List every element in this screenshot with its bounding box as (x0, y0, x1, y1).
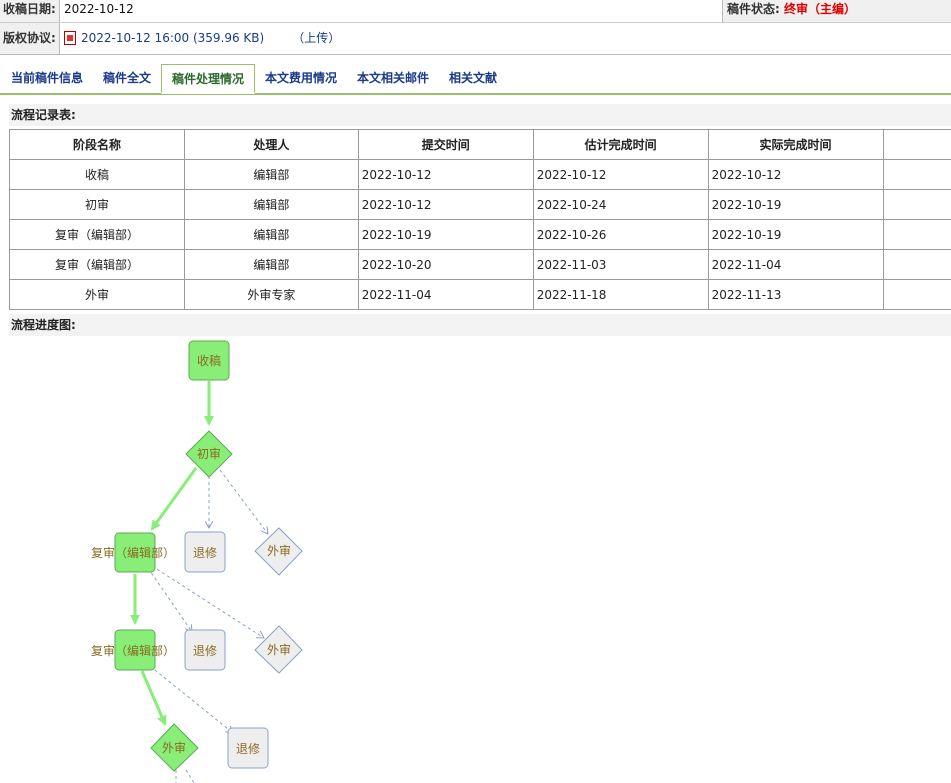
cell-extra (882, 159, 951, 190)
cell-estimated: 2022-10-12 (532, 159, 709, 190)
arrow-initial-review1 (150, 467, 198, 531)
node-review2-revise-label: 退修 (193, 643, 217, 658)
copyright-label: 版权协议: (0, 23, 60, 54)
arrow-review1-revise (147, 567, 192, 632)
col-stage: 阶段名称 (9, 129, 185, 160)
tab-bar: 当前稿件信息 稿件全文 稿件处理情况 本文费用情况 本文相关邮件 相关文献 (0, 63, 951, 95)
tab-fees[interactable]: 本文费用情况 (265, 71, 338, 85)
cell-submitted: 2022-10-12 (357, 189, 534, 220)
cell-stage: 收稿 (9, 159, 185, 190)
cell-extra (882, 189, 951, 220)
tab-full-text[interactable]: 稿件全文 (103, 71, 152, 85)
records-table: 阶段名称 处理人 提交时间 估计完成时间 实际完成时间 收稿 编辑部 2022-… (9, 129, 951, 310)
cell-extra (882, 219, 951, 250)
node-review2-revise: 退修 (184, 629, 226, 671)
node-review2-external-label: 外审 (267, 642, 291, 657)
cell-estimated: 2022-11-18 (532, 279, 709, 310)
cell-actual: 2022-11-13 (707, 279, 884, 310)
cell-stage: 初审 (9, 189, 185, 220)
cell-submitted: 2022-10-19 (357, 219, 534, 250)
table-row: 收稿 编辑部 2022-10-12 2022-10-12 2022-10-12 (9, 159, 951, 190)
received-date-label: 收稿日期: (0, 0, 60, 22)
node-review1-external-label: 外审 (267, 543, 291, 558)
cell-stage: 复审（编辑部） (9, 249, 185, 280)
copyright-file-link[interactable]: 2022-10-12 16:00 (359.96 KB) (81, 31, 265, 45)
arrow-initial-external (219, 469, 268, 534)
arrow-review2-external (140, 670, 167, 726)
arrow-review1-external (151, 565, 264, 638)
upload-link[interactable]: （上传） (292, 31, 341, 45)
cell-stage: 外审 (9, 279, 185, 310)
node-review2-label: 复审（编辑部） (91, 643, 175, 658)
table-row: 复审（编辑部） 编辑部 2022-10-20 2022-11-03 2022-1… (9, 249, 951, 280)
tab-processing[interactable]: 稿件处理情况 (161, 64, 256, 94)
table-row: 外审 外审专家 2022-11-04 2022-11-18 2022-11-13 (9, 279, 951, 310)
cell-actual: 2022-10-19 (707, 219, 884, 250)
cell-extra (882, 249, 951, 280)
node-external: 外审 (150, 723, 199, 772)
received-date-row: 收稿日期: 2022-10-12 稿件状态: 终审（主编） (0, 0, 951, 23)
cell-estimated: 2022-11-03 (532, 249, 709, 280)
flow-diagram: 收稿 初审 复审（编辑部） 退修 外审 复审（编辑部） 退修 外审 外审 退修 (91, 340, 303, 783)
table-row: 复审（编辑部） 编辑部 2022-10-19 2022-10-26 2022-1… (9, 219, 951, 250)
records-title: 流程记录表: (9, 104, 951, 126)
cell-handler: 编辑部 (183, 219, 359, 250)
node-external-label: 外审 (162, 740, 186, 755)
cell-actual: 2022-11-04 (707, 249, 884, 280)
node-external-revise-label: 退修 (236, 741, 260, 756)
col-estimated: 估计完成时间 (532, 129, 709, 160)
status-label: 稿件状态: (727, 2, 780, 16)
col-actual: 实际完成时间 (707, 129, 884, 160)
cell-handler: 编辑部 (183, 189, 359, 220)
cell-handler: 编辑部 (183, 249, 359, 280)
tab-references[interactable]: 相关文献 (449, 71, 498, 85)
cell-submitted: 2022-10-12 (357, 159, 534, 190)
col-extra (882, 129, 951, 160)
node-review1-revise-label: 退修 (193, 545, 217, 560)
copyright-value: 2022-10-12 16:00 (359.96 KB) （上传） (60, 23, 340, 54)
node-external-revise: 退修 (227, 727, 269, 769)
node-initial-label: 初审 (197, 446, 221, 461)
cell-handler: 编辑部 (183, 159, 359, 190)
cell-estimated: 2022-10-26 (532, 219, 709, 250)
node-review1: 复审（编辑部） (91, 532, 175, 573)
status-cell: 稿件状态: 终审（主编） (722, 0, 951, 22)
pdf-icon[interactable] (64, 31, 76, 45)
cell-submitted: 2022-11-04 (357, 279, 534, 310)
node-receive: 收稿 (188, 340, 230, 381)
cell-actual: 2022-10-12 (707, 159, 884, 190)
col-submitted: 提交时间 (357, 129, 534, 160)
copyright-row: 版权协议: 2022-10-12 16:00 (359.96 KB) （上传） (0, 22, 951, 55)
cell-handler: 外审专家 (183, 279, 359, 310)
node-initial: 初审 (185, 430, 233, 478)
node-review2: 复审（编辑部） (91, 629, 175, 671)
arrow-external-down-2 (185, 769, 195, 783)
arrow-review2-revise (149, 665, 233, 733)
tab-emails[interactable]: 本文相关邮件 (357, 71, 430, 85)
node-review1-revise: 退修 (184, 531, 226, 573)
cell-extra (882, 279, 951, 310)
cell-stage: 复审（编辑部） (9, 219, 185, 250)
cell-submitted: 2022-10-20 (357, 249, 534, 280)
node-review1-label: 复审（编辑部） (91, 545, 175, 560)
node-review2-external: 外审 (254, 625, 303, 674)
flow-title: 流程进度图: (9, 314, 951, 336)
cell-actual: 2022-10-19 (707, 189, 884, 220)
table-header-row: 阶段名称 处理人 提交时间 估计完成时间 实际完成时间 (9, 129, 951, 160)
table-row: 初审 编辑部 2022-10-12 2022-10-24 2022-10-19 (9, 189, 951, 220)
received-date-value: 2022-10-12 (64, 2, 134, 16)
cell-estimated: 2022-10-24 (532, 189, 709, 220)
node-receive-label: 收稿 (197, 353, 221, 368)
col-handler: 处理人 (183, 129, 359, 160)
tab-current-info[interactable]: 当前稿件信息 (11, 71, 84, 85)
node-review1-external: 外审 (254, 527, 303, 576)
status-value: 终审（主编） (784, 2, 857, 16)
